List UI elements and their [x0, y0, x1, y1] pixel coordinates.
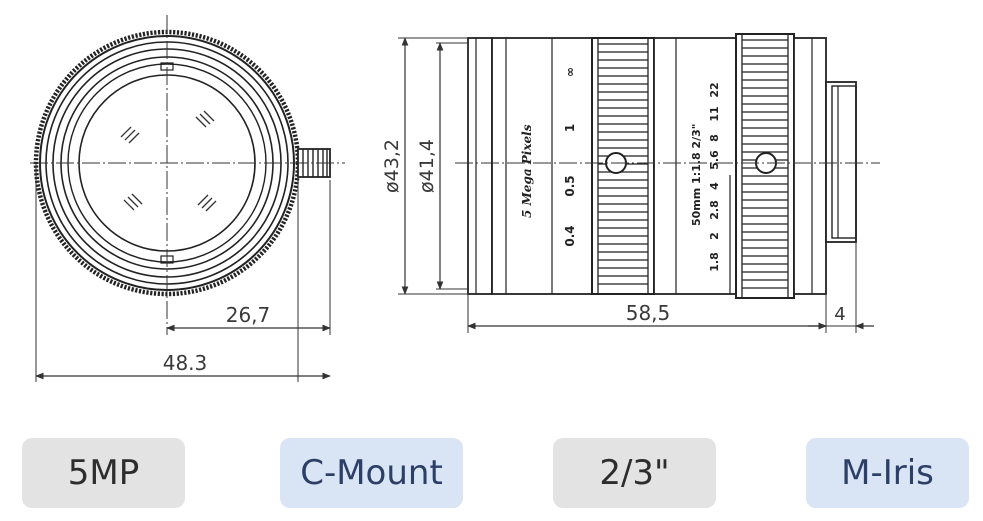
- aperture-scale-mark-3: 4: [708, 182, 721, 190]
- brand-engraving: 5 Mega Pixels: [520, 124, 534, 218]
- spec-tag-sensor-format: 2/3": [553, 438, 716, 508]
- focus-scale-mark-2: 1: [563, 124, 577, 132]
- focus-scale-mark-1: 0.5: [563, 175, 577, 196]
- dim-inner-diameter-label: ø41,4: [416, 139, 438, 193]
- aperture-scale-mark-5: 8: [708, 134, 721, 142]
- focus-scale-mark-0: 0.4: [563, 225, 577, 246]
- dim-radius-label: 26,7: [226, 303, 271, 327]
- aperture-scale: 1.8 2 2.8 4 5.6 8 11 22: [708, 82, 721, 271]
- side-view: 5 Mega Pixels 0.4 0.5 1 ∞ 50mm 1:1.8 2/3" 1…: [381, 33, 880, 333]
- aperture-scale-mark-6: 11: [708, 106, 721, 121]
- spec-tag-mount: C-Mount: [280, 438, 463, 508]
- front-view: 26,7 48.3: [30, 15, 345, 382]
- dim-length-label: 58,5: [626, 301, 671, 325]
- aperture-scale-mark-0: 1.8: [708, 252, 721, 272]
- aperture-scale-mark-4: 5.6: [708, 150, 721, 170]
- aperture-scale-mark-1: 2: [708, 232, 721, 240]
- focus-distance-scale: 0.4 0.5 1 ∞: [563, 67, 577, 247]
- aperture-scale-mark-7: 22: [708, 82, 721, 97]
- glass-reflection-marks: [120, 110, 217, 212]
- spec-tag-iris: M-Iris: [806, 438, 969, 508]
- aperture-scale-mark-2: 2.8: [708, 200, 721, 220]
- iris-ring: [735, 33, 795, 299]
- dim-width-label: 48.3: [163, 351, 208, 375]
- dim-flange-label: 4: [834, 304, 845, 325]
- dim-outer-diameter-label: ø43,2: [381, 139, 403, 193]
- spec-engraving: 50mm 1:1.8 2/3": [690, 124, 703, 227]
- focus-scale-mark-3: ∞: [563, 67, 577, 77]
- lens-technical-drawing: 26,7 48.3: [30, 15, 880, 382]
- spec-tag-resolution: 5MP: [22, 438, 185, 508]
- c-mount-thread: [825, 81, 857, 243]
